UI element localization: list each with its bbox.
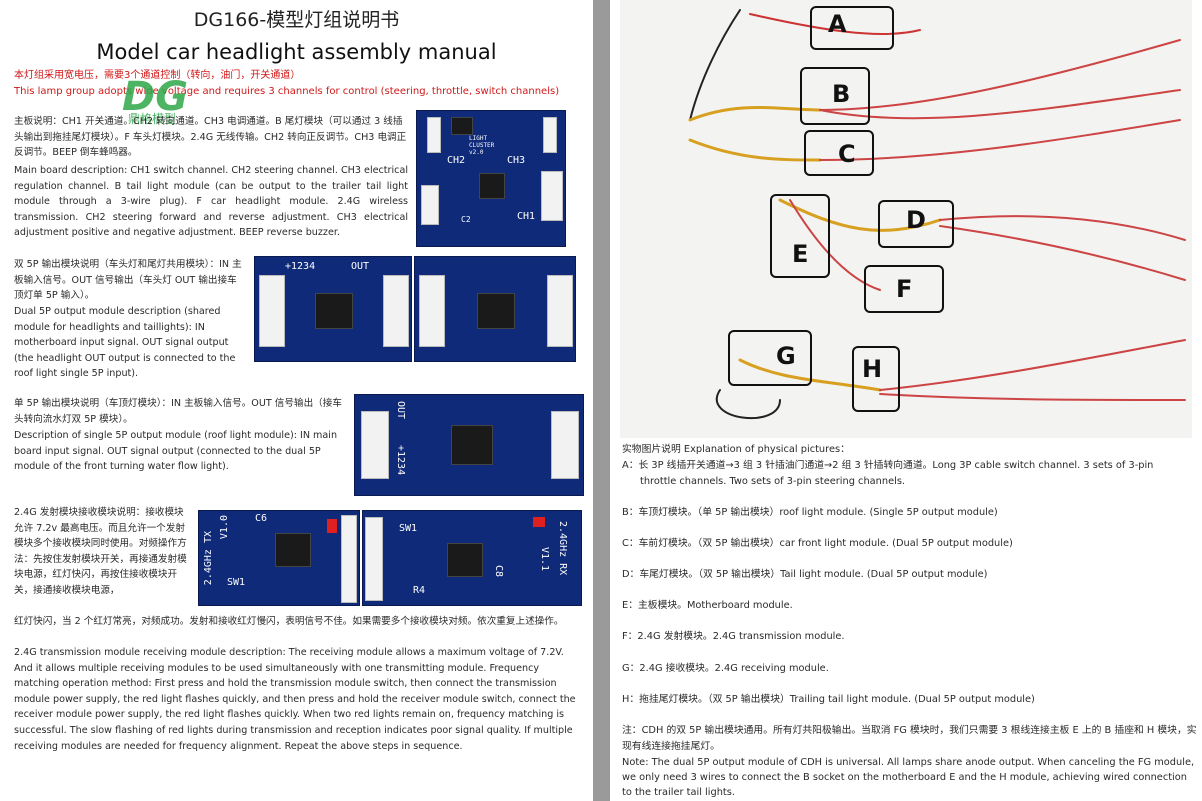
photo-box-e bbox=[770, 194, 830, 278]
logo-mark: DG bbox=[122, 74, 189, 120]
caption-a-line2: throttle channels. Two sets of 3-pin ste… bbox=[640, 476, 906, 487]
tx-version-label: V1.0 bbox=[219, 515, 230, 540]
right-page: A B C D E F G H 实物图片说明 Explanation of ph… bbox=[610, 0, 1202, 801]
intro-chinese: 本灯组采用宽电压，需要3个通道控制（转向，油门，开关通道） bbox=[14, 70, 301, 81]
photo-box-f bbox=[864, 265, 944, 313]
photo-box-g bbox=[728, 330, 812, 386]
photo-label-e: E bbox=[792, 240, 809, 268]
rx-model-label: 2.4GHz RX bbox=[557, 521, 568, 576]
rx-c8-label: C8 bbox=[493, 565, 504, 578]
dual-5p-desc-en: Dual 5P output module description (share… bbox=[14, 306, 236, 380]
mainboard-desc-en: Main board description: CH1 switch chann… bbox=[14, 165, 408, 239]
photo-box-b bbox=[800, 67, 870, 125]
tx-sw1-label: SW1 bbox=[227, 577, 246, 588]
rx-r4-label: R4 bbox=[413, 585, 426, 596]
rx-module-pcb-image: SW1 2.4GHz RX V1.1 C8 R4 bbox=[362, 510, 582, 606]
photo-label-h: H bbox=[862, 355, 883, 383]
caption-e: E：主板模块。Motherboard module. bbox=[622, 600, 793, 611]
caption-title: 实物图片说明 Explanation of physical pictures： bbox=[622, 444, 850, 455]
title-english: Model car headlight assembly manual bbox=[96, 40, 497, 64]
photo-label-d: D bbox=[906, 206, 926, 234]
photo-label-f: F bbox=[896, 275, 913, 303]
photo-label-c: C bbox=[838, 140, 856, 168]
dual-5p-desc-cn: 双 5P 输出模块说明（车头灯和尾灯共用模块）：IN 主板输入信号。OUT 信号… bbox=[14, 259, 242, 302]
pcb-ch3-label: CH3 bbox=[507, 155, 526, 166]
dual-5p-pcb-image-1: +1234 OUT bbox=[254, 256, 412, 362]
note-english: Note: The dual 5P output module of CDH i… bbox=[622, 757, 1195, 798]
dual-pcb-pins-label: +1234 bbox=[285, 261, 316, 272]
rf-module-desc-cn-b: 红灯快闪，当 2 个红灯常亮，对频成功。发射和接收红灯慢闪，表明信号不佳。如果需… bbox=[14, 616, 564, 627]
dual-pcb-out-label: OUT bbox=[351, 261, 370, 272]
photo-label-g: G bbox=[776, 342, 796, 370]
tx-module-pcb-image: 2.4GHz TX V1.0 C6 SW1 bbox=[198, 510, 360, 606]
pcb-c2-label: C2 bbox=[461, 215, 471, 224]
single-5p-desc-cn: 单 5P 输出模块说明（车顶灯模块）：IN 主板输入信号。OUT 信号输出（接车… bbox=[14, 398, 342, 425]
rx-sw1-label: SW1 bbox=[399, 523, 418, 534]
tx-c6-label: C6 bbox=[255, 513, 268, 524]
intro-english: This lamp group adopts wide voltage and … bbox=[14, 86, 560, 97]
rx-version-label: V1.1 bbox=[539, 547, 550, 572]
left-page: DG166-模型灯组说明书 Model car headlight assemb… bbox=[0, 0, 593, 801]
mainboard-pcb-image: LIGHT CLUSTER v2.0 CH2 CH3 CH1 C2 bbox=[416, 110, 566, 247]
title-chinese: DG166-模型灯组说明书 bbox=[193, 9, 400, 31]
wiring-harness-illustration bbox=[688, 9, 1186, 420]
caption-f: F：2.4G 发射模块。2.4G transmission module. bbox=[622, 631, 845, 642]
single-pcb-out-label: OUT bbox=[395, 401, 406, 420]
pcb-ch1-label: CH1 bbox=[517, 211, 536, 222]
single-5p-pcb-image: OUT +1234 bbox=[354, 394, 584, 496]
dual-5p-pcb-image-2 bbox=[414, 256, 576, 362]
logo-subtitle: 鼎格模型 bbox=[128, 112, 177, 126]
photo-box-c bbox=[804, 130, 874, 176]
mainboard-desc-cn: 主板说明：CH1 开关通道。CH2 转向通道。CH3 电调通道。B 尾灯模块（可… bbox=[14, 116, 407, 159]
caption-g: G：2.4G 接收模块。2.4G receiving module. bbox=[622, 663, 829, 674]
photo-box-h bbox=[852, 346, 900, 412]
caption-b: B：车顶灯模块。（单 5P 输出模块）roof light module. (S… bbox=[622, 507, 998, 518]
photo-label-b: B bbox=[832, 80, 851, 108]
pcb-ch2-label: CH2 bbox=[447, 155, 466, 166]
single-pcb-pins-label: +1234 bbox=[395, 445, 406, 476]
caption-a-line1: A：长 3P 线插开关通道→3 组 3 针插油门通道→2 组 3 针插转向通道。… bbox=[622, 460, 1154, 471]
caption-c: C：车前灯模块。（双 5P 输出模块）car front light modul… bbox=[622, 538, 1013, 549]
photo-box-d bbox=[878, 200, 954, 248]
rf-module-desc-cn-a: 2.4G 发射模块接收模块说明：接收模块允许 7.2v 最高电压。而且允许一个发… bbox=[14, 507, 187, 596]
note-chinese: 注：CDH 的双 5P 输出模块通用。所有灯共阳极输出。当取消 FG 模块时，我… bbox=[622, 725, 1197, 752]
physical-photo: A B C D E F G H bbox=[620, 0, 1192, 438]
rf-module-desc-en: 2.4G transmission module receiving modul… bbox=[14, 647, 576, 752]
caption-d: D：车尾灯模块。（双 5P 输出模块）Tail light module. (D… bbox=[622, 569, 988, 580]
tx-model-label: 2.4GHz TX bbox=[203, 531, 214, 586]
photo-box-a bbox=[810, 6, 894, 50]
single-5p-desc-en: Description of single 5P output module (… bbox=[14, 430, 338, 473]
pcb-main-label: LIGHT CLUSTER v2.0 bbox=[469, 135, 495, 156]
photo-label-a: A bbox=[828, 10, 847, 38]
dg-logo: DG 鼎格模型 bbox=[122, 74, 202, 126]
caption-h: H：拖挂尾灯模块。（双 5P 输出模块）Trailing tail light … bbox=[622, 694, 1035, 705]
